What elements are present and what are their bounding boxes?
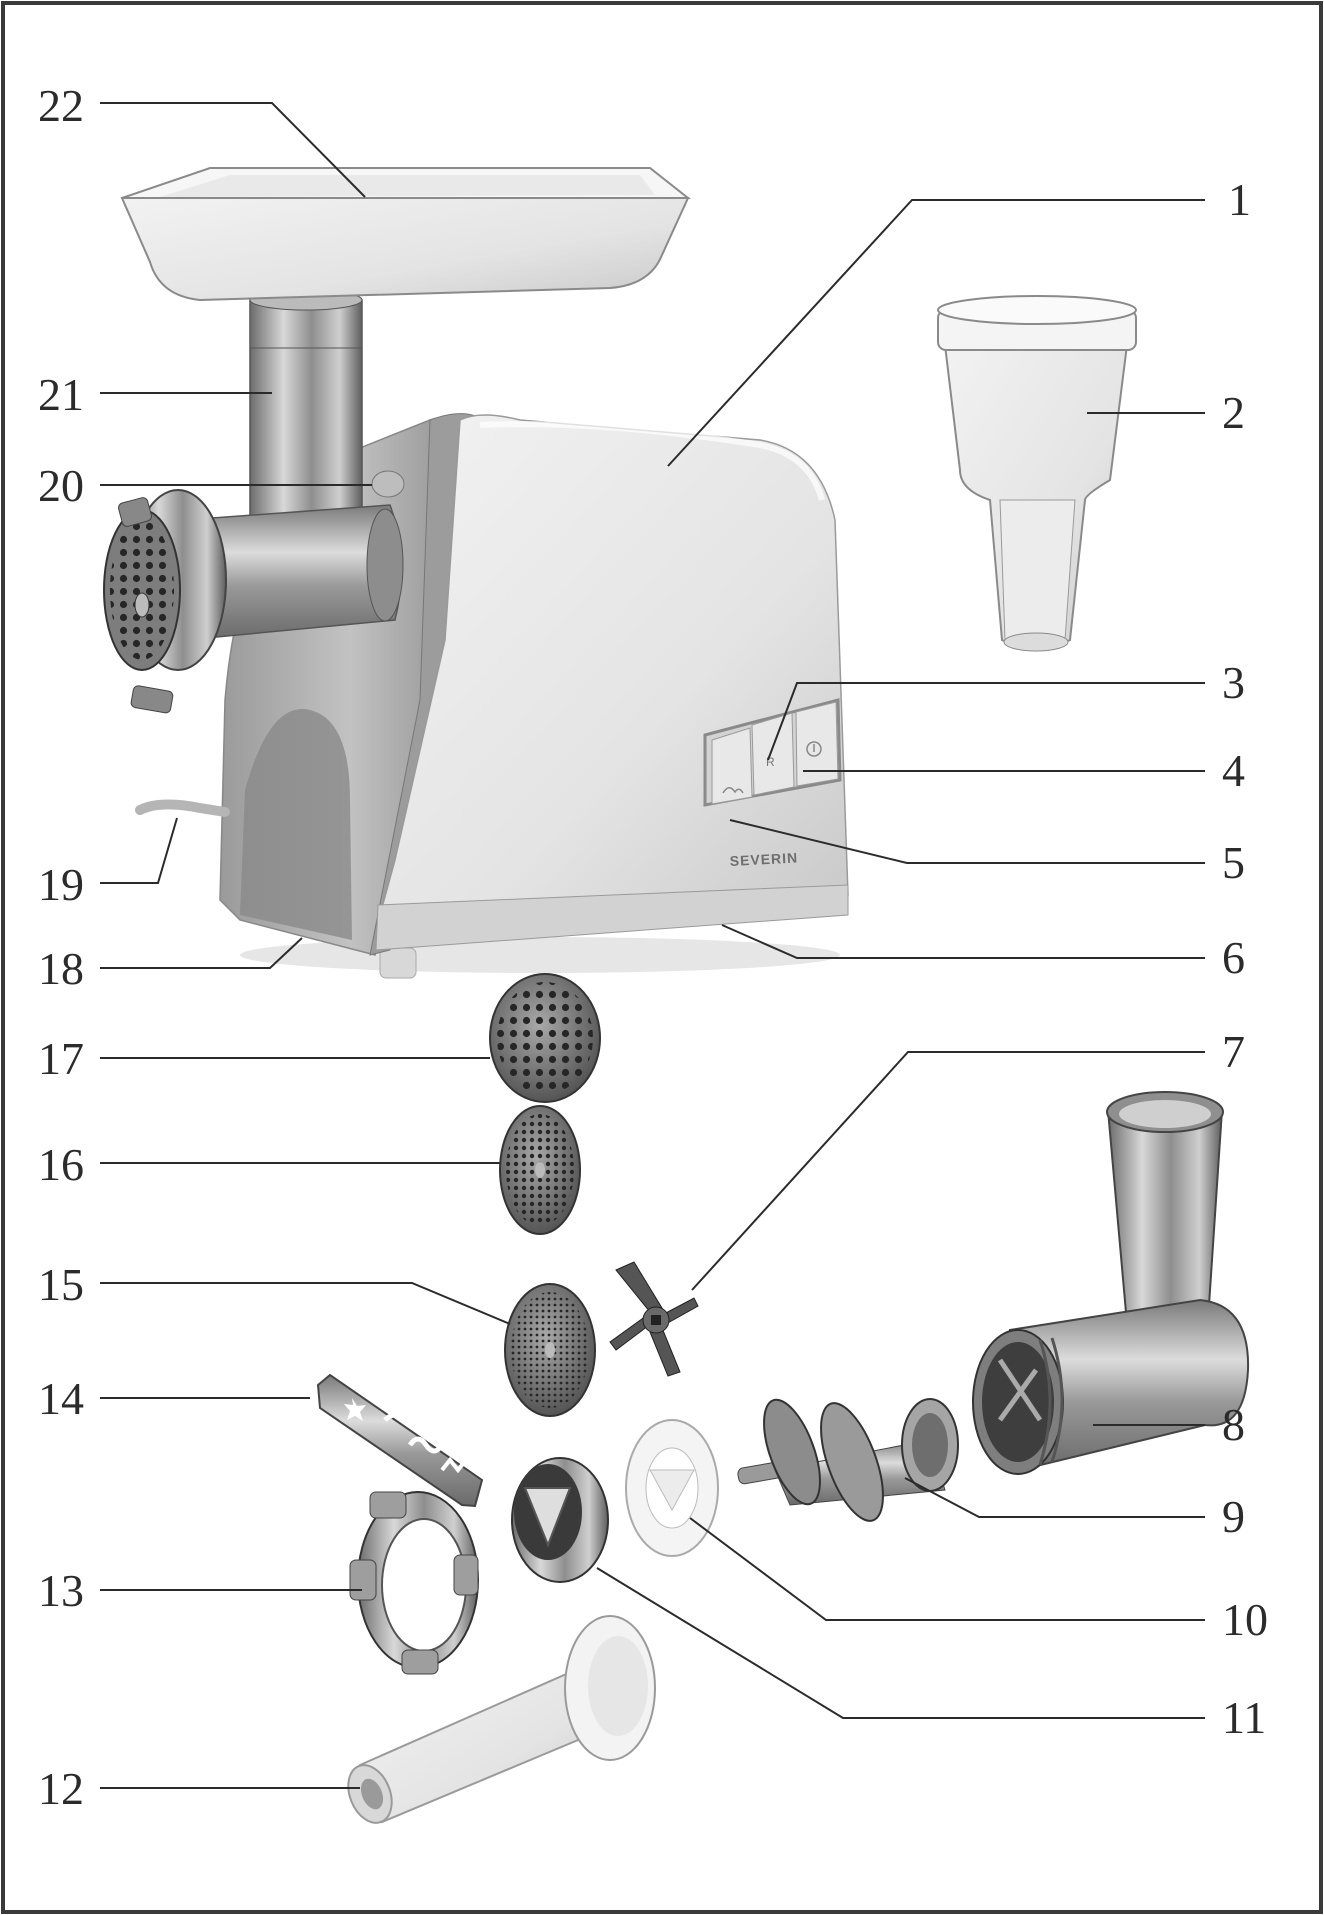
callout-22: 22 (38, 80, 84, 131)
reverse-switch-symbol: R (766, 755, 775, 769)
separator-ring (625, 1419, 719, 1557)
callout-9: 9 (1222, 1491, 1245, 1542)
fine-cutting-disc (504, 1283, 596, 1417)
leader-11 (596, 1567, 1205, 1719)
foot-front (379, 947, 417, 979)
reverse-switch[interactable] (751, 712, 795, 796)
sausage-filler-nozzle (347, 1615, 656, 1824)
callout-11: 11 (1222, 1692, 1266, 1743)
coarse-cutting-disc (489, 973, 601, 1103)
medium-cutting-disc (499, 1105, 581, 1235)
power-cord (135, 799, 230, 817)
meat-grinder-unit: R SEVERIN (103, 167, 849, 979)
callout-20: 20 (38, 460, 84, 511)
callout-6: 6 (1222, 932, 1245, 983)
callout-7: 7 (1222, 1026, 1245, 1077)
callout-18: 18 (38, 943, 84, 994)
food-tray (120, 197, 690, 302)
housing-base (375, 884, 849, 951)
on-off-switch[interactable] (795, 701, 839, 787)
callout-19: 19 (38, 859, 84, 910)
leader-18 (100, 937, 303, 969)
screw-auger (737, 1398, 959, 1522)
callout-numbers: 22 1 2 21 20 3 4 5 19 18 6 17 7 16 15 14… (38, 80, 1268, 1814)
callout-15: 15 (38, 1259, 84, 1310)
callout-12: 12 (38, 1763, 84, 1814)
leader-6 (721, 924, 1205, 959)
housing-recess (240, 709, 352, 940)
grinder-head (972, 1091, 1250, 1475)
callout-21: 21 (38, 369, 84, 420)
power-icon (806, 741, 822, 757)
callout-2: 2 (1222, 387, 1245, 438)
callout-13: 13 (38, 1565, 84, 1616)
callout-10: 10 (1222, 1594, 1268, 1645)
callout-17: 17 (38, 1033, 84, 1084)
callout-16: 16 (38, 1139, 84, 1190)
leader-10 (689, 1517, 1205, 1621)
release-button[interactable] (371, 470, 405, 498)
leader-19 (100, 817, 178, 884)
callout-14: 14 (38, 1373, 84, 1424)
cross-knife (609, 1261, 699, 1377)
leader-15 (100, 1282, 511, 1325)
callout-4: 4 (1222, 745, 1245, 796)
overload-button[interactable] (711, 727, 753, 805)
leader-1 (667, 199, 1205, 467)
control-panel: R (703, 698, 842, 807)
leader-7 (691, 1051, 1205, 1291)
leader-5 (729, 819, 1205, 864)
callout-5: 5 (1222, 837, 1245, 888)
threaded-ring (349, 1491, 479, 1675)
leader-22 (100, 102, 366, 198)
leader-3 (767, 682, 1205, 761)
overload-icon (722, 787, 744, 794)
brand-logo: SEVERIN (729, 849, 798, 869)
kebbe-attachment (937, 295, 1137, 652)
leader-9 (904, 1477, 1205, 1518)
callout-3: 3 (1222, 657, 1245, 708)
leader-lines (100, 102, 1205, 1789)
callout-1: 1 (1228, 174, 1251, 225)
kebbe-cone-ring (511, 1457, 609, 1583)
cookie-attachment (316, 1373, 484, 1508)
callout-8: 8 (1222, 1399, 1245, 1450)
